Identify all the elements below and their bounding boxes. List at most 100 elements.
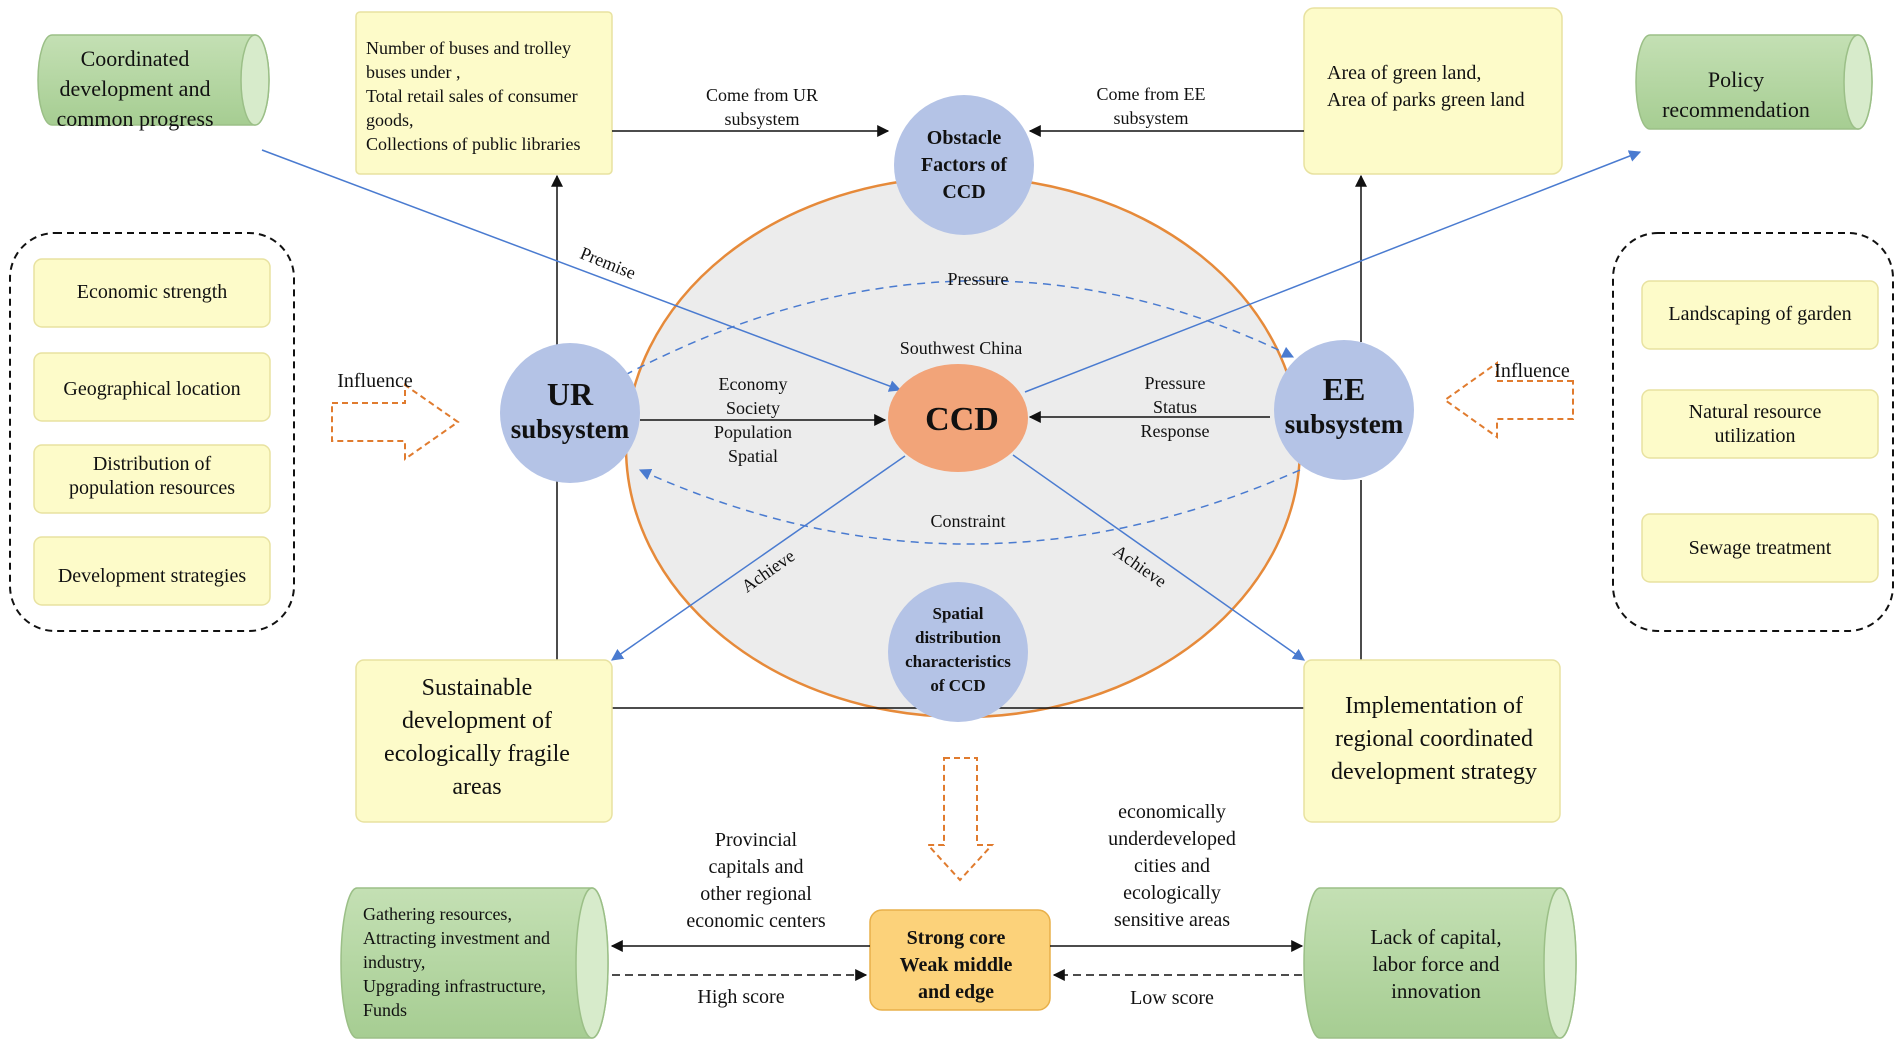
text-line: Upgrading infrastructure,: [363, 976, 546, 996]
premise-arrow: [261, 149, 902, 392]
right-factor-group: [1612, 232, 1894, 632]
factor-label: Economic strength: [77, 281, 228, 303]
text-line: Factors of: [921, 154, 1007, 176]
factor-box: [33, 536, 271, 606]
factor-box: [33, 258, 271, 328]
factor-label: Sewage treatment: [1689, 537, 1832, 559]
text-line: Sustainable: [422, 675, 533, 701]
text-line: utilization: [1714, 425, 1795, 447]
text-line: subsystem: [724, 109, 799, 129]
policy-arrow: [1024, 150, 1642, 393]
ur-subsystem-circle: [500, 343, 640, 483]
spatial-distribution-circle: [888, 582, 1028, 722]
text-line: development and: [60, 76, 211, 101]
factor-box: [1641, 389, 1879, 459]
text-line: Distribution of: [93, 453, 212, 475]
text-line: Pressure: [1145, 373, 1206, 393]
text-line: sensitive areas: [1114, 909, 1230, 931]
text-line: cities and: [1134, 855, 1210, 877]
factor-box: [33, 444, 271, 514]
achieve-left-arrow: [611, 455, 906, 661]
text-line: Spatial: [728, 446, 778, 466]
ccd-label: CCD: [925, 401, 999, 438]
text-line: recommendation: [1662, 97, 1810, 122]
bottom-right-cylinder: [1303, 887, 1577, 1039]
text-line: Weak middle: [900, 954, 1013, 976]
influence-arrow-left: [1443, 361, 1574, 439]
achieve-right-arrow: [1012, 454, 1305, 661]
high-score-label: High score: [697, 986, 784, 1008]
right-top-cylinder: [1635, 34, 1873, 130]
text-line: innovation: [1391, 979, 1481, 1003]
bottom-left-cylinder-text: Gathering resources,Attracting investmen…: [363, 904, 550, 1020]
left-top-cylinder: [37, 34, 270, 126]
text-line: Society: [726, 398, 780, 418]
text-line: other regional: [700, 883, 812, 905]
factor-label: Geographical location: [63, 378, 240, 400]
text-line: industry,: [363, 952, 425, 972]
text-line: economically: [1118, 801, 1226, 823]
factor-label: Landscaping of garden: [1668, 303, 1851, 325]
ee-indicator-text: Area of green land, Area of parks green l…: [1327, 62, 1525, 111]
come-from-ur-label: Come from UR subsystem: [706, 85, 818, 129]
text-line: areas: [452, 774, 501, 800]
text-line: Population: [714, 422, 792, 442]
ee-indicator-box: [1303, 7, 1563, 175]
text-line: Status: [1153, 397, 1197, 417]
text-line: development strategy: [1331, 759, 1537, 785]
text-line: Come from UR: [706, 85, 818, 105]
text-line: subsystem: [1113, 108, 1188, 128]
left-factor-group: [9, 232, 295, 632]
constraint-arc: [638, 468, 1301, 545]
ee-subsystem-circle: [1274, 340, 1414, 480]
text-line: development of: [402, 708, 552, 734]
text-line: goods,: [366, 110, 414, 130]
pressure-label: Pressure: [948, 269, 1009, 289]
text-line: Policy: [1708, 67, 1764, 92]
text-line: Strong core: [907, 927, 1006, 949]
constraint-label: Constraint: [931, 511, 1006, 531]
text-line: regional coordinated: [1335, 726, 1533, 752]
text-line: labor force and: [1372, 952, 1500, 976]
text-line: characteristics: [905, 652, 1011, 671]
bottom-right-cylinder-text: Lack of capital, labor force and innovatio…: [1370, 925, 1501, 1003]
factor-label: Development strategies: [58, 565, 246, 587]
text-line: Area of parks green land: [1327, 89, 1525, 111]
text-line: Total retail sales of consumer: [366, 86, 578, 106]
text-line: Funds: [363, 1000, 407, 1020]
text-line: Natural resource: [1689, 401, 1822, 423]
text-line: CCD: [942, 181, 985, 203]
text-line: Response: [1141, 421, 1210, 441]
text-line: UR: [547, 376, 594, 412]
text-line: Attracting investment and: [363, 928, 550, 948]
text-line: Number of buses and trolley: [366, 38, 571, 58]
low-score-label: Low score: [1130, 987, 1214, 1009]
text-line: population resources: [69, 477, 235, 499]
text-line: capitals and: [709, 856, 804, 878]
text-line: buses under ,: [366, 62, 460, 82]
text-line: Lack of capital,: [1370, 925, 1501, 949]
text-line: Area of green land,: [1327, 62, 1481, 84]
text-line: of CCD: [930, 676, 985, 695]
down-dashed-arrow: [925, 757, 995, 882]
text-line: subsystem: [1285, 409, 1404, 439]
premise-label: Premise: [577, 243, 638, 283]
text-line: Come from EE: [1097, 84, 1206, 104]
right-top-cylinder-text: Policy recommendation: [1662, 67, 1810, 122]
text-line: Economy: [719, 374, 788, 394]
ur-indicator-box: [355, 11, 613, 175]
text-line: Collections of public libraries: [366, 134, 580, 154]
